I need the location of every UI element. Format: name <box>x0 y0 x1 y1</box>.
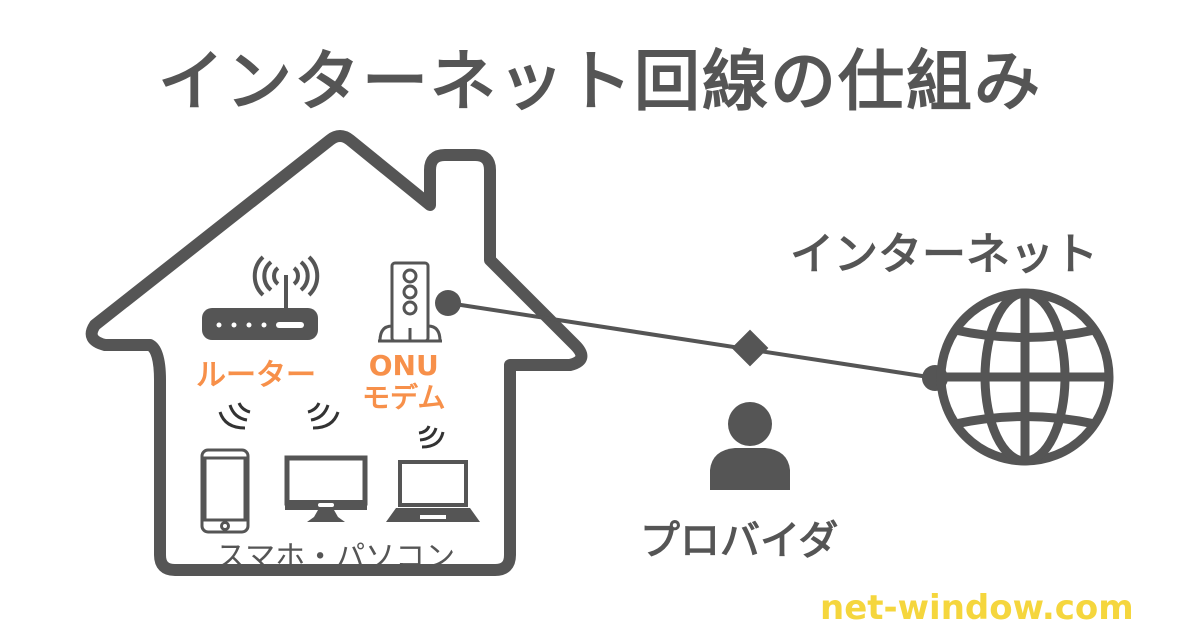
onu-icon <box>378 261 442 343</box>
wifi-icon <box>218 402 445 449</box>
devices-label: スマホ・パソコン <box>216 540 456 575</box>
monitor-icon <box>284 455 368 522</box>
house-outline <box>85 130 588 576</box>
site-watermark: net-window.com <box>820 588 1134 628</box>
page-title: インターネット回線の仕組み <box>158 43 1042 120</box>
onu-label-line2: モデム <box>362 381 446 414</box>
router-label: ルーター <box>196 358 316 393</box>
onu-node <box>435 290 461 316</box>
internet-label: インターネット <box>790 229 1098 280</box>
laptop-icon <box>386 460 480 522</box>
smartphone-icon <box>200 448 250 534</box>
onu-label-line1: ONU <box>368 349 439 382</box>
person-icon <box>710 402 790 490</box>
provider-node <box>731 329 769 367</box>
provider-label: プロバイダ <box>640 518 839 564</box>
connection-line <box>447 301 936 380</box>
onu-label: ONU モデム <box>362 350 445 414</box>
router-icon <box>202 255 320 340</box>
globe-icon <box>936 288 1114 466</box>
